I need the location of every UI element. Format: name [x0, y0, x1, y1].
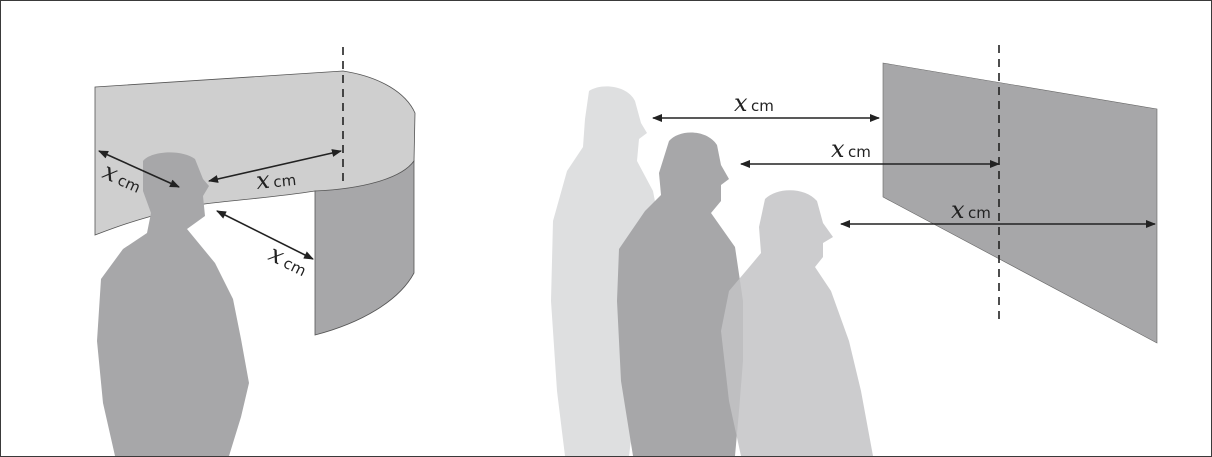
flat-distance-label-1: x cm: [734, 89, 774, 117]
curved-arrow-3: [216, 210, 314, 260]
flat-screen-panel: [882, 62, 1158, 344]
flat-screen-group: [882, 45, 1158, 344]
flat-label-3-unit: cm: [968, 204, 991, 222]
curved-label-2-variable: x: [255, 166, 272, 195]
curved-label-2-unit: cm: [272, 171, 297, 191]
curved-screen-outer-wing: [314, 159, 415, 336]
person-middle-mid-gray: [721, 190, 873, 456]
flat-label-2-variable: x: [831, 135, 845, 163]
person-near-dark-gray: [617, 132, 743, 456]
curved-arrows: [98, 149, 342, 260]
flat-label-2-unit: cm: [848, 143, 871, 161]
flat-arrows: [652, 114, 1156, 228]
person-dark-left: [97, 152, 249, 456]
flat-label-1-unit: cm: [751, 97, 774, 115]
curved-arrow-2: [208, 149, 342, 183]
curved-arrow-1: [98, 150, 180, 188]
curved-distance-label-3: x cm: [264, 239, 309, 280]
curved-distance-label-2: x cm: [255, 166, 297, 195]
flat-label-1-variable: x: [734, 89, 748, 117]
flat-distance-label-3: x cm: [951, 196, 991, 224]
curved-label-3-unit: cm: [281, 254, 309, 280]
flat-label-3-variable: x: [951, 196, 965, 224]
flat-distance-label-2: x cm: [831, 135, 871, 163]
